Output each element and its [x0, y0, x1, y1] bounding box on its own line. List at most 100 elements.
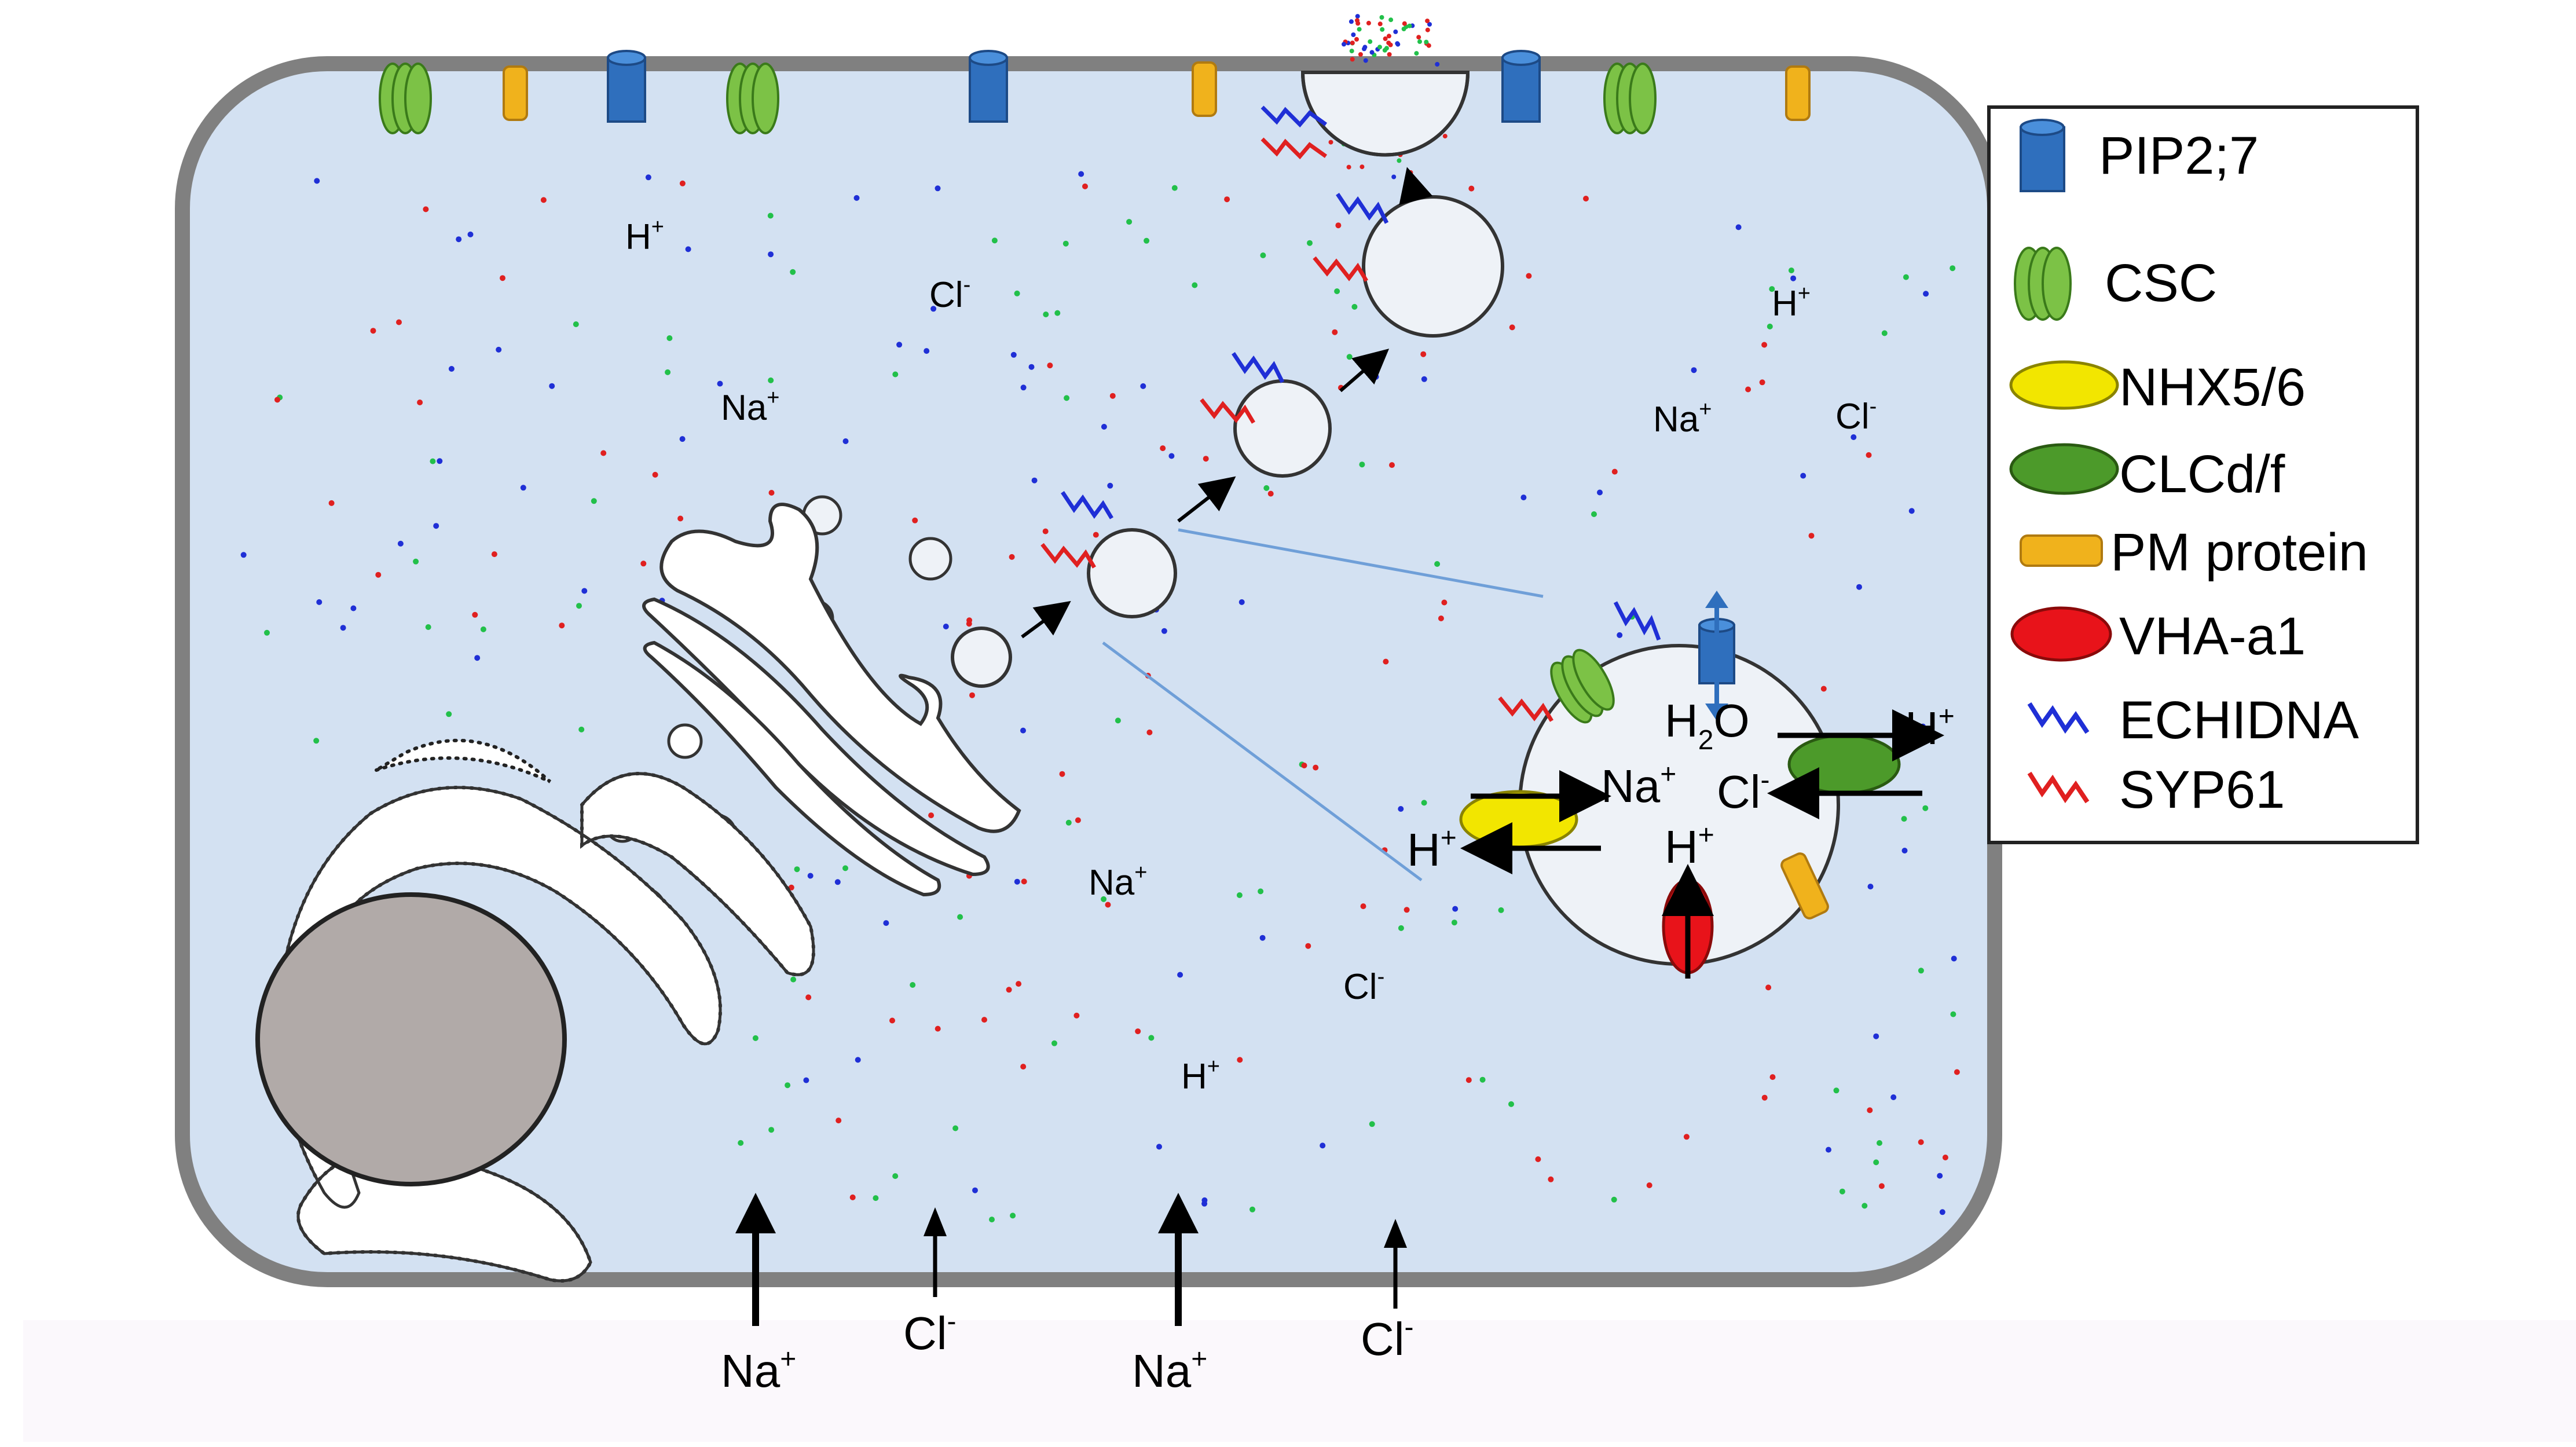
ion-dot: [1168, 453, 1175, 459]
water-flux-arrowhead-icon: [1705, 591, 1728, 608]
ion-dot: [645, 174, 651, 181]
ion-dot: [328, 500, 335, 506]
ion-dot: [1391, 174, 1397, 179]
ion-dot: [768, 490, 775, 496]
ion-dot: [1109, 393, 1116, 399]
ion-dot: [549, 383, 555, 389]
ion-dot: [1862, 1203, 1868, 1209]
ion-dot: [1016, 981, 1022, 987]
ion-dot: [1839, 1188, 1845, 1195]
ion-dot: [491, 551, 497, 558]
ion-dot: [1903, 274, 1909, 280]
ion-dot: [1950, 265, 1956, 272]
cell-ion-labels: H+ Cl- Na+ H+ Na+ Cl- Na+ Cl- H+: [625, 215, 1877, 1097]
ion-dot: [425, 624, 431, 630]
ion-dot: [1800, 472, 1807, 479]
ion-dot: [1881, 330, 1888, 336]
influx-label: Na+: [721, 1344, 796, 1397]
ion-dot: [1901, 848, 1908, 853]
ion-dot: [1377, 45, 1382, 50]
ion-dot: [805, 994, 812, 1001]
ion-dot: [1769, 286, 1775, 292]
arrowhead-icon: [1384, 1219, 1407, 1248]
ion-dot: [1021, 878, 1027, 885]
ion-dot: [1047, 362, 1053, 369]
legend-label: CLCd/f: [2119, 445, 2285, 504]
legend-pm-icon: [2020, 534, 2103, 567]
ion-dot: [1332, 329, 1338, 335]
ion-dot: [1535, 1156, 1541, 1162]
ion-dot: [785, 1082, 791, 1089]
influx-label: Cl-: [903, 1306, 957, 1359]
ion-dot: [1937, 1173, 1943, 1179]
ion-dot: [350, 605, 357, 611]
ion-dot: [274, 397, 280, 403]
legend-csc-icon: [2014, 247, 2072, 321]
ion-dot: [1028, 364, 1035, 370]
ion-dot: [1043, 312, 1049, 317]
influx-label: Cl-: [1361, 1312, 1414, 1365]
trafficking-arrows: [1021, 167, 1433, 639]
ion-dot: [849, 1194, 856, 1200]
ion-dot: [1267, 490, 1274, 497]
legend-label: VHA-a1: [2119, 607, 2306, 666]
ion-dot: [768, 1127, 775, 1133]
legend-label: CSC: [2105, 254, 2217, 313]
ion-dot: [1691, 367, 1697, 373]
ion-dot: [1366, 20, 1371, 25]
ion-dot: [1260, 252, 1266, 258]
ion-dot: [1135, 1028, 1141, 1035]
ion-dot: [1350, 57, 1355, 62]
legend-clc-icon: [2009, 443, 2119, 495]
ion-dot: [842, 865, 848, 871]
ion-dot: [1890, 1094, 1897, 1100]
ion-dot: [1617, 632, 1623, 638]
ion-dot: [767, 213, 774, 219]
ion-dot: [240, 552, 247, 558]
ion-dot: [1192, 282, 1198, 288]
ion-dot: [1452, 906, 1459, 912]
ion-dot: [1765, 984, 1772, 991]
ion-dot: [1424, 39, 1429, 45]
ion-dot: [1922, 805, 1929, 811]
ion-dot: [1126, 219, 1133, 225]
ion-dot: [989, 1217, 995, 1223]
ion-dot: [957, 914, 963, 920]
ion-label-na: Na+: [721, 386, 779, 428]
ion-dot: [1923, 291, 1929, 297]
syp61-tag-icon: [1200, 398, 1256, 424]
ion-dot: [1101, 896, 1107, 902]
ion-dot: [1355, 18, 1360, 23]
ion-dot: [1395, 41, 1400, 46]
ion-dot: [1320, 1142, 1326, 1149]
ion-dot: [930, 306, 937, 312]
ion-dot: [1350, 41, 1355, 46]
ion-dot: [1301, 763, 1307, 768]
ion-dot: [1416, 35, 1421, 40]
pip2-icon: [969, 50, 1008, 123]
ion-dot: [1417, 39, 1422, 44]
ion-dot: [1305, 943, 1311, 949]
ion-dot: [1398, 806, 1404, 812]
arrowhead-icon: [1158, 1193, 1199, 1233]
ion-dot: [1683, 1134, 1690, 1140]
ion-dot: [1148, 1035, 1155, 1041]
vesicle: [951, 627, 1012, 688]
ion-dot: [1383, 36, 1388, 41]
ion-dot: [738, 1140, 744, 1146]
ion-dot: [520, 485, 526, 491]
csc-icon: [1603, 63, 1657, 134]
membrane-proteins: [379, 50, 1811, 134]
ion-dot: [433, 523, 439, 529]
ion-dot: [600, 450, 607, 456]
inset-labels: H2O H+ Cl- Na+ H+ H+: [1407, 695, 1955, 875]
ion-dot: [1351, 32, 1356, 37]
ion-dot: [1761, 342, 1768, 348]
ion-dot: [1420, 351, 1427, 357]
legend-nhx-icon: [2009, 360, 2119, 410]
ion-dot: [1009, 554, 1015, 560]
ion-dot: [665, 369, 671, 375]
ion-dot: [935, 1025, 941, 1032]
ion-dot: [1224, 196, 1230, 203]
ion-label-h: H+: [1772, 281, 1811, 324]
